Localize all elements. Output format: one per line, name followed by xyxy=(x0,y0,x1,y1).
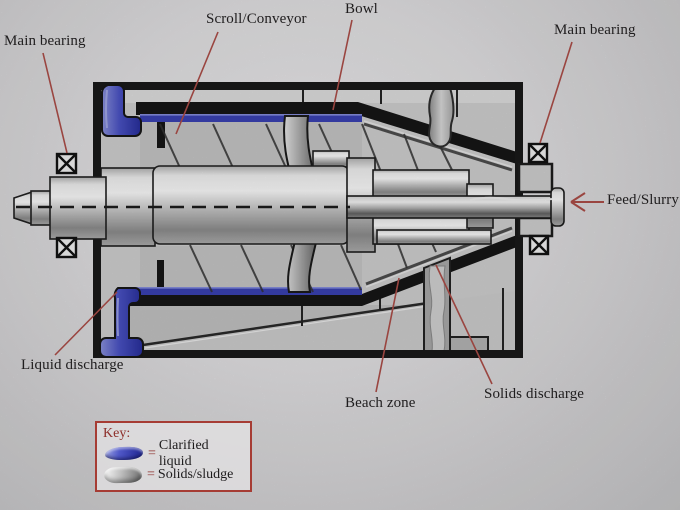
leader-liquid-discharge xyxy=(54,291,118,356)
key-label-clarified-liquid: Clarified liquid xyxy=(158,437,209,469)
label-scroll-conveyor: Scroll/Conveyor xyxy=(206,11,307,27)
label-bowl: Bowl xyxy=(345,1,378,17)
equals-sign: = xyxy=(148,445,156,461)
leader-solids-discharge xyxy=(435,264,493,385)
leader-main-bearing-left xyxy=(42,52,68,154)
leader-beach-zone xyxy=(375,277,400,393)
key-legend: Key: = Clarified liquid = Solids/sludge xyxy=(95,421,252,492)
equals-sign: = xyxy=(147,466,155,482)
label-solids-discharge: Solids discharge xyxy=(484,386,585,402)
label-liquid-discharge: Liquid discharge xyxy=(21,357,124,373)
label-beach-zone: Beach zone xyxy=(345,395,416,411)
leader-bowl xyxy=(332,19,353,111)
key-label-solids-sludge: Solids/sludge xyxy=(157,466,234,482)
label-feed-slurry: Feed/Slurry xyxy=(607,192,679,208)
key-title: Key: xyxy=(103,426,131,441)
label-main-bearing-left: Main bearing xyxy=(4,33,86,49)
leader-main-bearing-right xyxy=(539,41,573,144)
key-row-clarified-liquid: = Clarified liquid xyxy=(103,438,244,469)
clarified-liquid-swatch xyxy=(104,446,144,461)
label-main-bearing-right: Main bearing xyxy=(554,22,636,38)
key-row-solids-sludge: = Solids/sludge xyxy=(103,465,244,484)
feed-slurry-arrow xyxy=(570,192,604,212)
solids-sludge-swatch xyxy=(103,466,143,483)
leader-scroll-conveyor xyxy=(175,31,219,135)
leader-lines xyxy=(42,19,604,393)
